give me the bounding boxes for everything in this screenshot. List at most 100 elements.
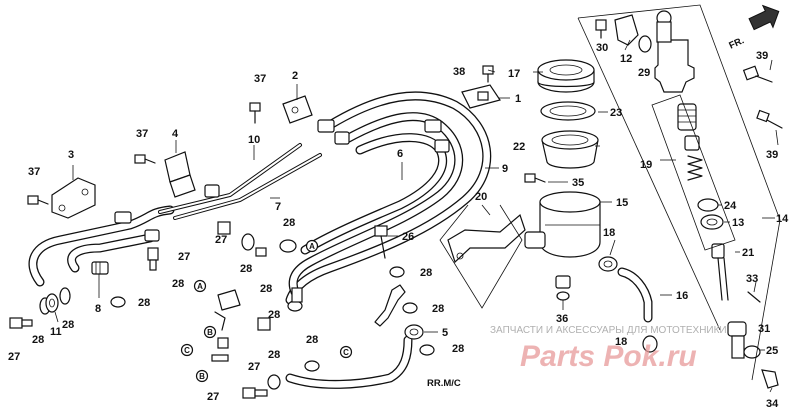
callout-35: 35 <box>572 177 584 189</box>
brake-pipe-10 <box>158 143 302 214</box>
callout-28-g: 28 <box>260 283 272 295</box>
brake-hose-mid <box>67 233 155 273</box>
hose-clamp-1 <box>461 84 501 109</box>
bolts-37 <box>27 102 261 205</box>
callout-21: 21 <box>742 247 754 259</box>
bolt-28-set <box>255 247 303 303</box>
reservoir-cap-17 <box>537 59 595 93</box>
callout-39-b: 39 <box>766 149 778 161</box>
callout-28-k: 28 <box>452 343 464 355</box>
callout-27-a: 27 <box>8 351 20 363</box>
sealing-washers-28 <box>39 233 435 390</box>
callout-37-a: 37 <box>28 166 40 178</box>
brake-hose-loop-inner <box>288 112 464 297</box>
callout-18b: 18 <box>615 336 627 348</box>
screw-35 <box>524 173 546 183</box>
callout-27-b: 27 <box>178 251 190 263</box>
hose-clip-18 <box>598 256 658 353</box>
callout-38: 38 <box>453 66 465 78</box>
callout-20: 20 <box>475 191 487 203</box>
callout-28-i: 28 <box>420 267 432 279</box>
callout-28-l: 28 <box>268 349 280 361</box>
callout-6: 6 <box>397 148 403 160</box>
hose-clamp-2 <box>282 95 313 124</box>
svg-text:A: A <box>309 242 315 251</box>
brake-hose-long <box>28 205 175 287</box>
kit-bracket-14 <box>577 4 781 381</box>
callout-16: 16 <box>676 290 688 302</box>
callout-29: 29 <box>638 67 650 79</box>
callout-1: 1 <box>515 93 521 105</box>
bolt-30 <box>595 19 607 39</box>
direction-label: FR. <box>727 35 746 51</box>
callout-28-j: 28 <box>432 303 444 315</box>
rr-master-cylinder-label: RR.M/C <box>427 378 461 389</box>
callout-numbers: 1 2 3 4 5 6 7 8 9 10 11 12 13 14 15 16 1… <box>8 42 789 410</box>
callout-4: 4 <box>172 128 179 140</box>
callout-8: 8 <box>95 303 101 315</box>
callout-9: 9 <box>502 163 508 175</box>
callout-27-e: 27 <box>207 391 219 403</box>
callout-37-c: 37 <box>254 73 266 85</box>
callout-28-b: 28 <box>62 319 74 331</box>
callout-27-c: 27 <box>215 234 227 246</box>
push-rod-21 <box>711 243 729 301</box>
callout-12: 12 <box>620 53 632 65</box>
reservoir-bracket-20 <box>447 213 526 264</box>
callout-27-d: 27 <box>248 361 260 373</box>
watermark-caption: ЗАПЧАСТИ И АКСЕССУАРЫ ДЛЯ МОТОТЕХНИКИ <box>490 325 727 336</box>
front-direction-arrow <box>748 4 780 31</box>
banjo-bolt-27-mid <box>147 221 271 399</box>
svg-text:B: B <box>199 372 205 381</box>
callout-5: 5 <box>442 327 448 339</box>
hose-fitting-8 <box>91 261 109 275</box>
callout-15: 15 <box>616 197 628 209</box>
callout-25: 25 <box>766 345 778 357</box>
hardware-bits <box>211 284 406 362</box>
callout-2: 2 <box>292 70 298 82</box>
master-cylinder-body <box>638 10 695 93</box>
callout-13: 13 <box>732 217 744 229</box>
piston-kit-19 <box>677 103 724 230</box>
callout-28-d: 28 <box>172 278 184 290</box>
svg-text:A: A <box>197 282 203 291</box>
callout-28-m: 28 <box>306 334 318 346</box>
callout-7: 7 <box>275 201 281 213</box>
callout-28-c: 28 <box>138 297 150 309</box>
callout-19: 19 <box>640 159 652 171</box>
callout-31: 31 <box>758 323 770 335</box>
callout-11: 11 <box>50 326 62 338</box>
svg-text:C: C <box>343 348 349 357</box>
hose-joint-11 <box>45 293 59 313</box>
rear-master-cylinder-hose <box>285 335 413 389</box>
cotter-pin-34 <box>761 369 779 389</box>
callout-33: 33 <box>746 273 758 285</box>
diaphragm-plate-23 <box>540 101 596 121</box>
reservoir-hose-16 <box>617 267 653 323</box>
callout-28-e: 28 <box>240 263 252 275</box>
callout-24: 24 <box>724 200 737 212</box>
banjo-bolt-27-left <box>9 317 33 329</box>
callout-30: 30 <box>596 42 608 54</box>
watermark-logo: Parts Pok.ru <box>520 340 697 373</box>
callout-23: 23 <box>610 107 622 119</box>
callout-28-a: 28 <box>32 334 44 346</box>
callout-14: 14 <box>776 213 789 225</box>
hose-fitting-left <box>114 119 450 242</box>
pin-33 <box>747 291 761 303</box>
clevis-31 <box>727 321 747 359</box>
kit-bracket-19 <box>651 94 736 251</box>
callout-28-h: 28 <box>268 309 280 321</box>
svg-text:C: C <box>184 346 190 355</box>
callout-3: 3 <box>68 149 74 161</box>
brake-hose-loop-outer <box>285 91 492 305</box>
callout-34: 34 <box>766 398 779 410</box>
reservoir-15 <box>524 191 601 258</box>
callout-18a: 18 <box>603 227 615 239</box>
hose-joint-36 <box>555 275 571 301</box>
callout-28-f: 28 <box>283 217 295 229</box>
callout-26: 26 <box>402 231 414 243</box>
svg-text:B: B <box>207 328 213 337</box>
bolt-26 <box>374 225 388 259</box>
